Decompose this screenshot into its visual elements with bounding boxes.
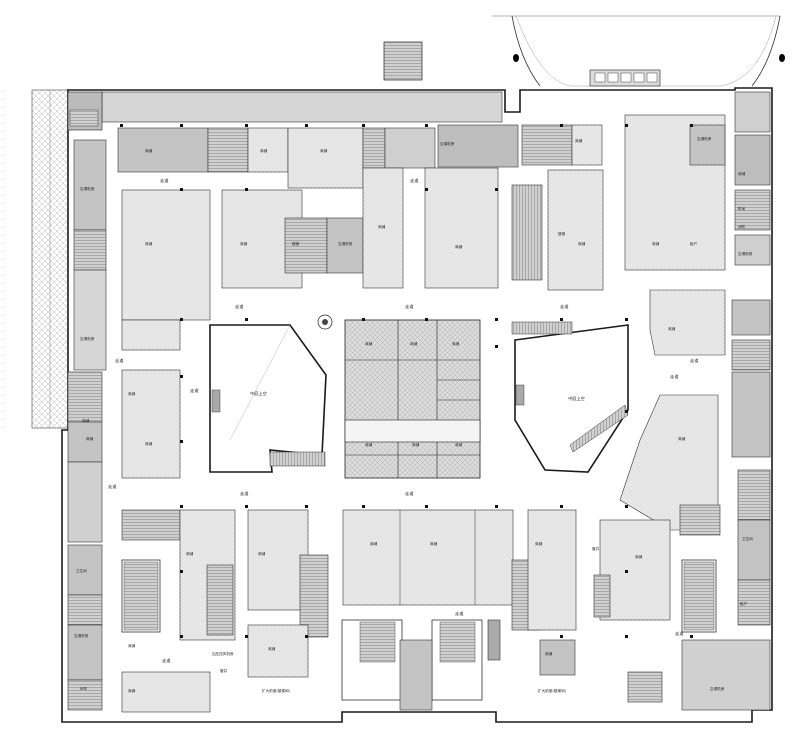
shops-right-wing — [619, 289, 771, 711]
shop-label: 商铺 — [145, 148, 153, 153]
ac-room-label: 空调机房 — [440, 141, 455, 146]
toilet-label: 卫生间 — [76, 568, 87, 573]
shop-label: 商铺 — [430, 541, 438, 546]
corridor-label: 走道 — [670, 373, 679, 380]
shops-top-right — [521, 91, 771, 271]
shop-label: 商铺 — [378, 224, 386, 229]
shop-label: 商铺 — [258, 551, 266, 556]
shops-top-left — [117, 124, 519, 189]
tenant-label: 租户 — [740, 601, 748, 606]
shop-label: 商铺 — [578, 241, 586, 246]
atrium-label: 中庭上空 — [250, 390, 267, 397]
shop-label: 商铺 — [410, 341, 418, 346]
shop-label: 商铺 — [82, 418, 90, 423]
corridor-label: 走道 — [108, 483, 117, 490]
shop-label: 商铺 — [128, 391, 136, 396]
expand-upper-label: 扩大前室(楼梯间) — [262, 688, 291, 693]
shop-label: 商铺 — [128, 643, 136, 648]
ac-room-label: 空调机房 — [710, 686, 725, 691]
shaft-label: 管井 — [592, 546, 600, 551]
shaft-label: 管井 — [220, 668, 228, 673]
shop-label: 商铺 — [545, 651, 553, 656]
fire-label: 消防 — [738, 224, 746, 229]
corridor-label: 走道 — [190, 387, 199, 394]
corridor-label: 走道 — [560, 303, 569, 310]
corridor-label: 走道 — [690, 357, 699, 364]
corridor-label: 走道 — [405, 490, 414, 497]
corridor-label: 走道 — [115, 357, 124, 364]
atrium-left — [209, 314, 333, 473]
shop-label: 商铺 — [575, 138, 583, 143]
corridor-label: 走道 — [235, 303, 244, 310]
ac-room-label: 空调机房 — [738, 251, 753, 256]
corridor-label: 走道 — [405, 303, 414, 310]
shop-label: 商铺 — [365, 442, 373, 447]
corridor-label: 走道 — [455, 610, 464, 617]
structural-columns — [120, 124, 693, 638]
mech-label: 机房 — [738, 206, 746, 211]
shop-label: 商铺 — [535, 541, 543, 546]
shop-label: 商铺 — [455, 244, 463, 249]
corridor-label: 走道 — [410, 177, 419, 184]
shop-label: 商铺 — [452, 341, 460, 346]
shop-label: 商铺 — [738, 171, 746, 176]
shop-label: 商铺 — [668, 326, 676, 331]
left-external-walkway — [2, 89, 69, 429]
shop-label: 商铺 — [678, 436, 686, 441]
room-labels: 走道 走道 走道 走道 走道 走道 走道 走道 走道 走道 走道 走道 走道 走… — [74, 136, 753, 693]
shop-label: 商铺 — [365, 341, 373, 346]
shop-label: 商铺 — [260, 148, 268, 153]
central-kiosk-block — [344, 319, 481, 479]
top-service-strip — [67, 91, 503, 131]
ac-room-label: 空调机房 — [80, 186, 95, 191]
shop-label: 商铺 — [652, 241, 660, 246]
shops-bottom — [121, 504, 721, 713]
shop-label: 商铺 — [145, 441, 153, 446]
shop-label: 商铺 — [128, 688, 136, 693]
atrium-label: 中庭上空 — [568, 395, 585, 402]
corridor-label: 走道 — [162, 657, 171, 664]
shop-label: 商铺 — [370, 541, 378, 546]
parking-label: 停车 — [80, 686, 88, 691]
shop-label: 商铺 — [186, 551, 194, 556]
shop-label: 商铺 — [145, 241, 153, 246]
shop-label: 商铺 — [86, 436, 94, 441]
shop-label: 商铺 — [455, 442, 463, 447]
atrium-right — [511, 321, 629, 473]
pressurized-label: 加压送风机房 — [212, 651, 234, 656]
stair-label: 楼梯 — [558, 231, 566, 236]
ac-room-label: 空调机房 — [338, 241, 353, 246]
tenant-label: 租户 — [690, 241, 698, 246]
corridor-label: 走道 — [240, 490, 249, 497]
shop-label: 商铺 — [240, 241, 248, 246]
toilet-label: 卫生间 — [742, 536, 753, 541]
corridor-label: 走道 — [160, 177, 169, 184]
shop-label: 商铺 — [268, 646, 276, 651]
shop-label: 商铺 — [412, 442, 420, 447]
shop-label: 商铺 — [635, 554, 643, 559]
ac-room-label: 空调机房 — [74, 633, 89, 638]
shop-label: 商铺 — [320, 148, 328, 153]
ac-room-label: 空调机房 — [697, 136, 712, 141]
top-canopy — [383, 15, 785, 87]
expand-upper-label: 扩大前室(楼梯间) — [538, 688, 567, 693]
stair-label: 楼梯 — [292, 241, 300, 246]
corridor-label: 走道 — [675, 630, 684, 637]
shops-center-upper — [221, 167, 604, 291]
ac-room-label: 空调机房 — [80, 336, 95, 341]
shops-left-wing — [67, 139, 211, 711]
